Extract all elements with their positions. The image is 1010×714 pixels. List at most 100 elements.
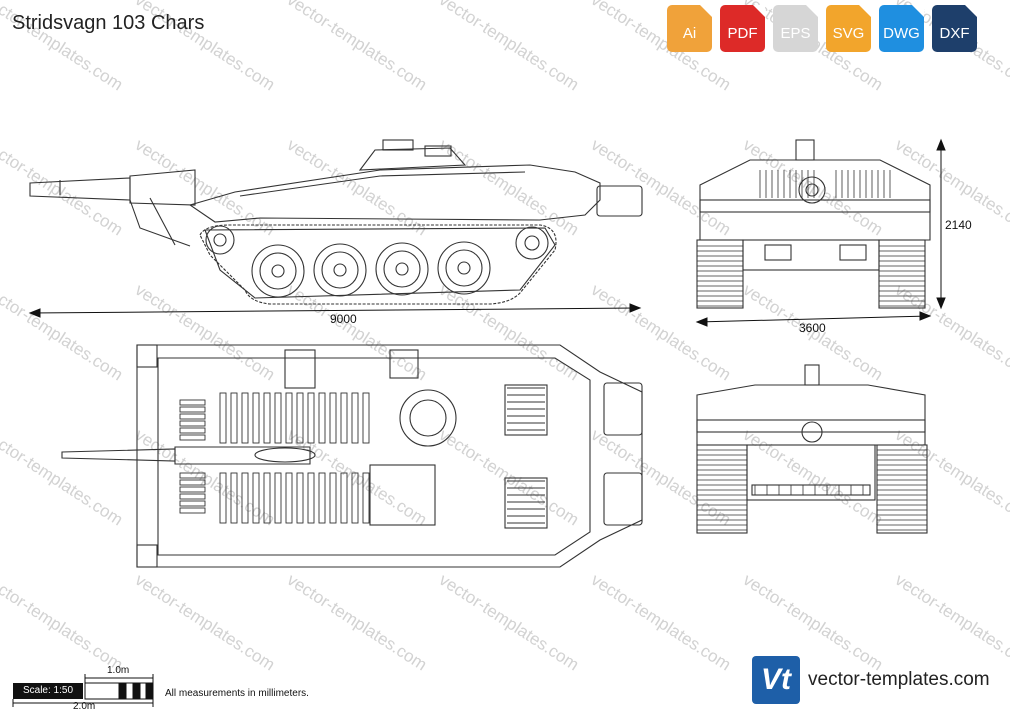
road-wheel-rim [445, 249, 483, 287]
road-wheel [251, 244, 305, 298]
ammo-rack [179, 413, 206, 420]
engine-grille-slat [307, 472, 315, 524]
rear-track-left [696, 444, 748, 534]
engine-grille-slat [329, 472, 337, 524]
engine-grille-slat [219, 472, 227, 524]
format-label: Ai [682, 25, 697, 42]
engine-grille-slat [340, 392, 348, 444]
road-wheel-hub [457, 261, 471, 275]
side-lower-hull [204, 227, 556, 299]
eps-file-icon[interactable]: EPS [773, 5, 818, 52]
engine-grille-slat [252, 472, 260, 524]
road-wheel [375, 242, 429, 296]
engine-grille-slat [296, 392, 304, 444]
side-rear-stowage [596, 185, 643, 217]
measurement-note: All measurements in millimeters. [165, 688, 309, 699]
dwg-file-icon[interactable]: DWG [879, 5, 924, 52]
engine-grille-slat [362, 472, 370, 524]
format-download-bar: Ai PDF EPS SVG DWG DXF [667, 5, 977, 52]
front-gun-mantlet [798, 176, 826, 204]
engine-grille-slat [252, 392, 260, 444]
file-corner-fold [806, 5, 818, 17]
road-wheel-rim [383, 250, 421, 288]
format-label: EPS [780, 25, 811, 42]
ammo-rack [179, 500, 206, 507]
ammo-rack [179, 434, 206, 441]
width-dimension-label: 3600 [799, 321, 826, 335]
engine-grille-slat [263, 472, 271, 524]
road-wheel-rim [259, 252, 297, 290]
engine-grille-slat [340, 472, 348, 524]
engine-grille-slat [241, 392, 249, 444]
side-track [199, 224, 557, 305]
side-upper-hull [188, 164, 601, 223]
engine-grille-slat [329, 392, 337, 444]
scale-label: Scale: 1:50 [13, 683, 83, 699]
engine-grille-slat [230, 472, 238, 524]
idler-wheel-hub [524, 235, 540, 251]
engine-grille-slat [285, 472, 293, 524]
engine-grille-slat [230, 392, 238, 444]
svg-file-icon[interactable]: SVG [826, 5, 871, 52]
dxf-file-icon[interactable]: DXF [932, 5, 977, 52]
format-label: SVG [832, 25, 865, 42]
road-wheel-hub [333, 263, 347, 277]
road-wheel-hub [271, 264, 285, 278]
ammo-rack [179, 486, 206, 493]
format-label: PDF [727, 25, 758, 42]
length-dimension-label: 9000 [330, 312, 357, 326]
engine-grille-slat [274, 472, 282, 524]
front-track-right [878, 239, 926, 309]
engine-grille-slat [274, 392, 282, 444]
engine-grille-slat [318, 472, 326, 524]
width-dimension-line [696, 315, 931, 323]
brand-text: vector-templates.com [808, 669, 990, 690]
file-corner-fold [965, 5, 977, 17]
pdf-file-icon[interactable]: PDF [720, 5, 765, 52]
ammo-rack [179, 507, 206, 514]
length-dimension-line [29, 307, 641, 314]
ammo-rack [179, 493, 206, 500]
engine-grille-slat [362, 392, 370, 444]
ammo-rack [179, 427, 206, 434]
file-corner-fold [912, 5, 924, 17]
brand-logo-icon: Vt [752, 656, 800, 704]
engine-grille-slat [307, 392, 315, 444]
ammo-rack [179, 399, 206, 406]
ai-file-icon[interactable]: Ai [667, 5, 712, 52]
engine-grille-slat [318, 392, 326, 444]
engine-grille-slat [263, 392, 271, 444]
top-rear-stowage-lower [603, 472, 643, 526]
page-title: Stridsvagn 103 Chars [12, 12, 205, 34]
top-rear-stowage-upper [603, 382, 643, 436]
file-corner-fold [700, 5, 712, 17]
road-wheel-rim [321, 251, 359, 289]
ammo-rack [179, 472, 206, 479]
ammo-rack [179, 420, 206, 427]
rear-track-right [876, 444, 928, 534]
engine-grille-slat [241, 472, 249, 524]
side-commander-cupola [358, 147, 467, 171]
road-wheel [437, 241, 491, 295]
engine-grille-slat [285, 392, 293, 444]
top-commander-cupola [399, 389, 457, 447]
ammo-rack [179, 406, 206, 413]
scale-bottom-label: 2.0m [73, 701, 96, 712]
format-label: DXF [939, 25, 970, 42]
idler-wheel [515, 226, 549, 260]
drive-sprocket-hub [213, 233, 227, 247]
road-wheel-hub [395, 262, 409, 276]
file-corner-fold [859, 5, 871, 17]
road-wheel [313, 243, 367, 297]
file-corner-fold [753, 5, 765, 17]
ammo-rack [179, 479, 206, 486]
engine-grille-slat [296, 472, 304, 524]
engine-grille-slat [351, 392, 359, 444]
